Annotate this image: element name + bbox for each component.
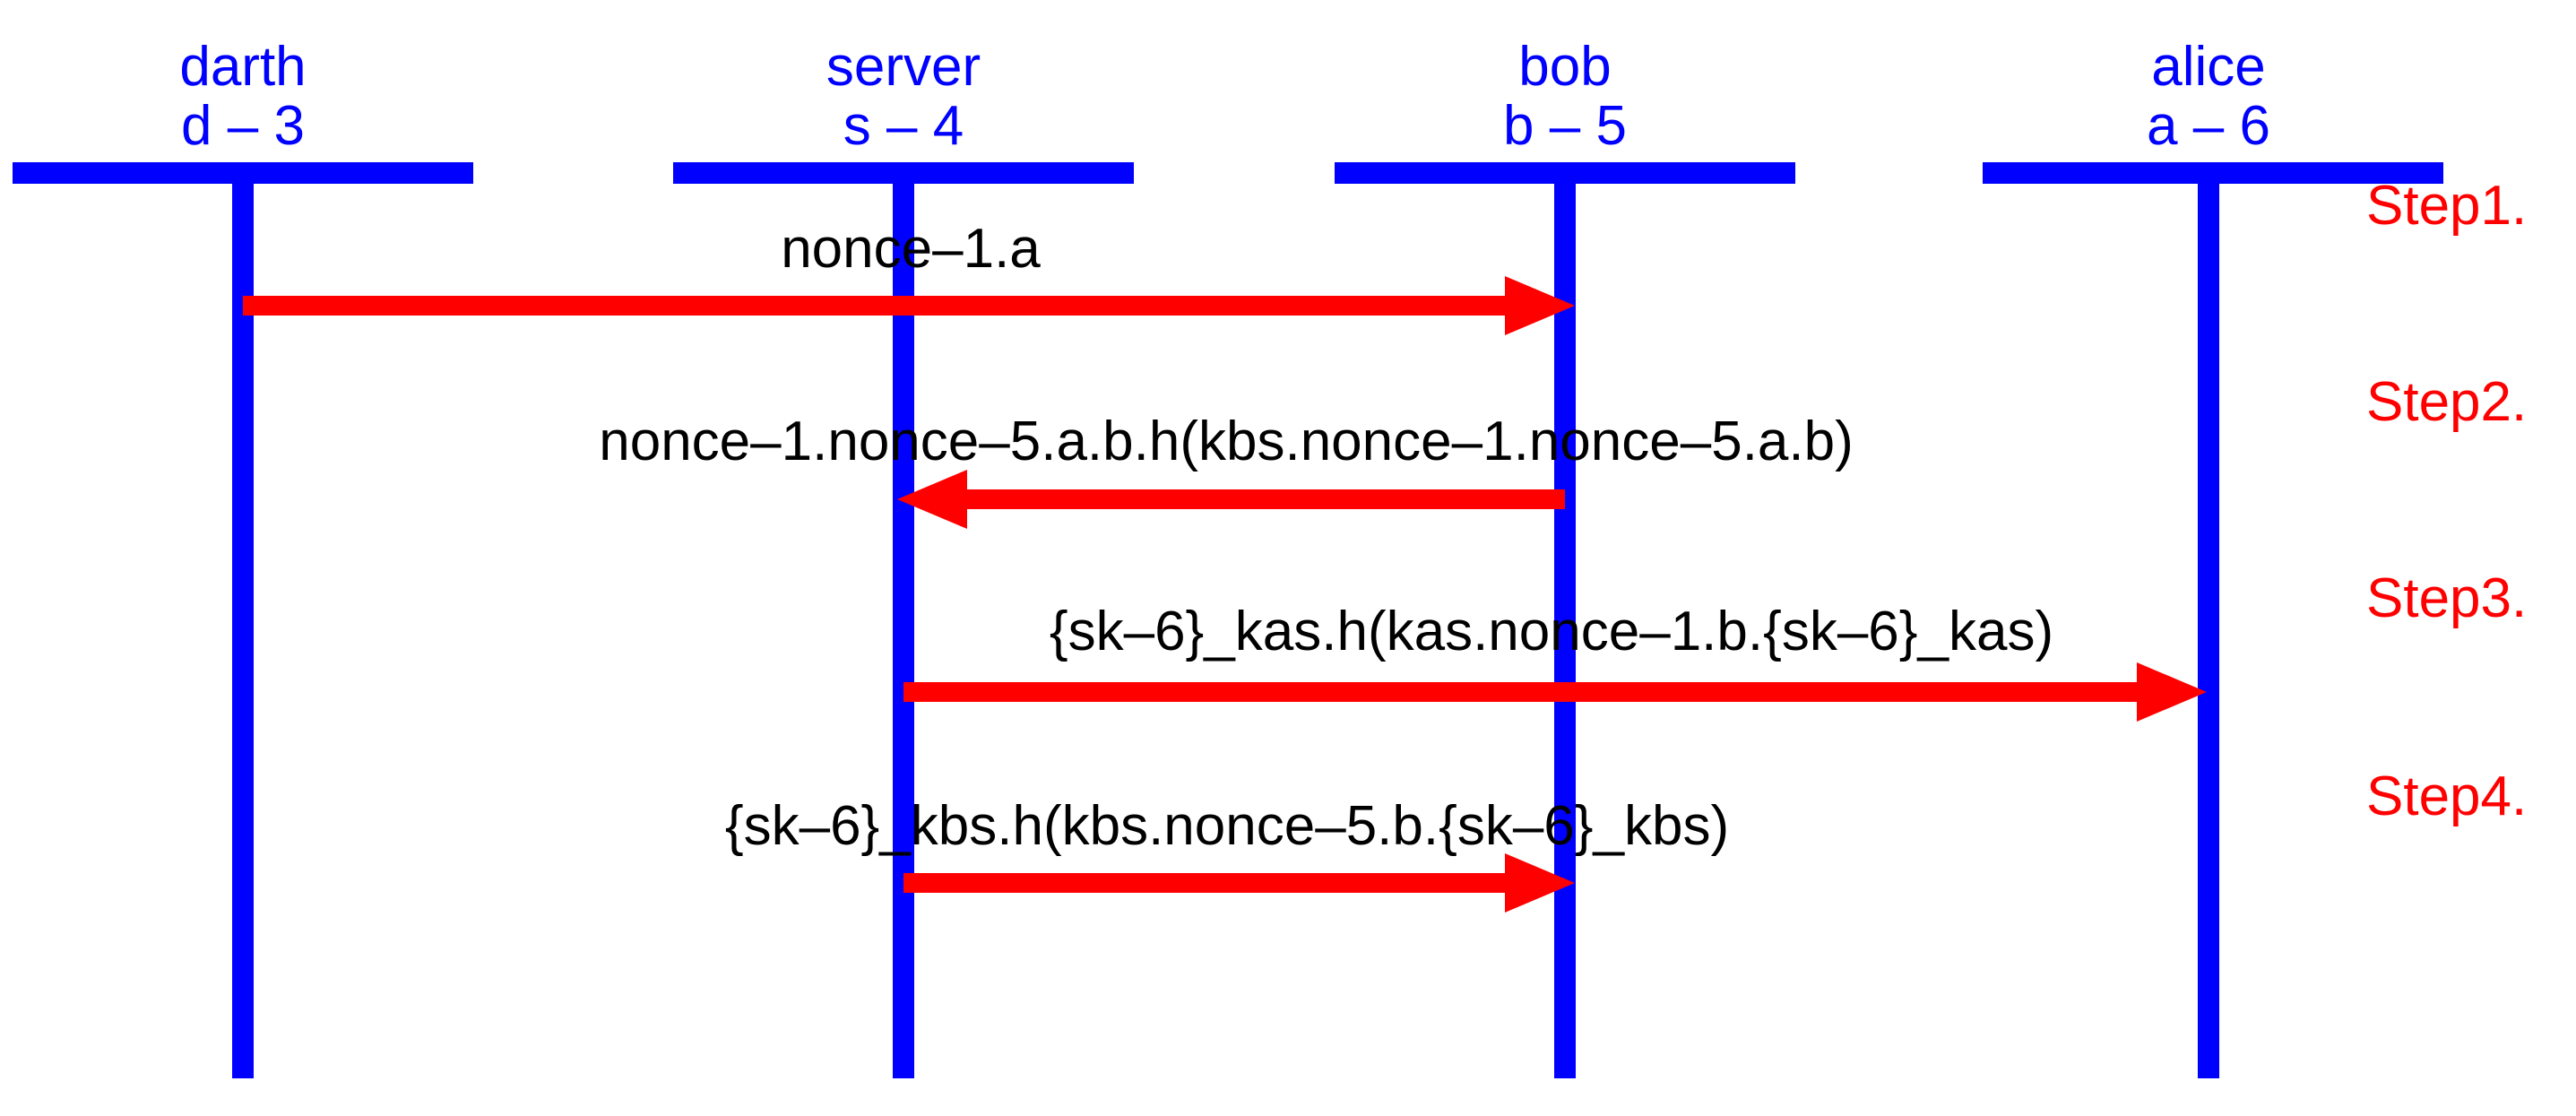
step-label-1: Step1. <box>2366 175 2528 237</box>
message-label-1: nonce–1.a <box>781 218 1041 280</box>
actor-instance: a – 6 <box>2147 95 2270 157</box>
message-arrow-3-shaft <box>903 682 2137 702</box>
message-label-3: {sk–6}_kas.h(kas.nonce–1.b.{sk–6}_kas) <box>1049 601 2054 662</box>
actor-header-darth: darth d – 3 <box>179 38 306 156</box>
message-arrow-4-head-icon <box>1505 853 1575 913</box>
actor-header-bob: bob b – 5 <box>1503 38 1627 156</box>
message-arrow-1-head-icon <box>1505 276 1575 335</box>
lifeline-alice <box>2198 162 2219 1078</box>
message-arrow-2-shaft <box>967 489 1565 509</box>
actor-instance: b – 5 <box>1503 95 1627 157</box>
actor-name: bob <box>1518 36 1612 98</box>
step-label-4: Step4. <box>2366 766 2528 827</box>
message-label-2: nonce–1.nonce–5.a.b.h(kbs.nonce–1.nonce–… <box>599 411 1854 472</box>
step-label-3: Step3. <box>2366 567 2528 629</box>
message-arrow-1-shaft <box>243 296 1505 316</box>
actor-header-server: server s – 4 <box>826 38 981 156</box>
message-label-4: {sk–6}_kbs.h(kbs.nonce–5.b.{sk–6}_kbs) <box>724 795 1730 857</box>
step-label-2: Step2. <box>2366 371 2528 433</box>
message-arrow-4-shaft <box>903 873 1505 893</box>
actor-name: darth <box>179 36 307 98</box>
actor-name: server <box>826 36 981 98</box>
actor-instance: s – 4 <box>843 95 964 157</box>
message-arrow-3-head-icon <box>2137 662 2207 722</box>
actor-instance: d – 3 <box>181 95 305 157</box>
message-arrow-2-head-icon <box>897 470 967 529</box>
actor-header-alice: alice a – 6 <box>2147 38 2270 156</box>
actor-name: alice <box>2151 36 2266 98</box>
